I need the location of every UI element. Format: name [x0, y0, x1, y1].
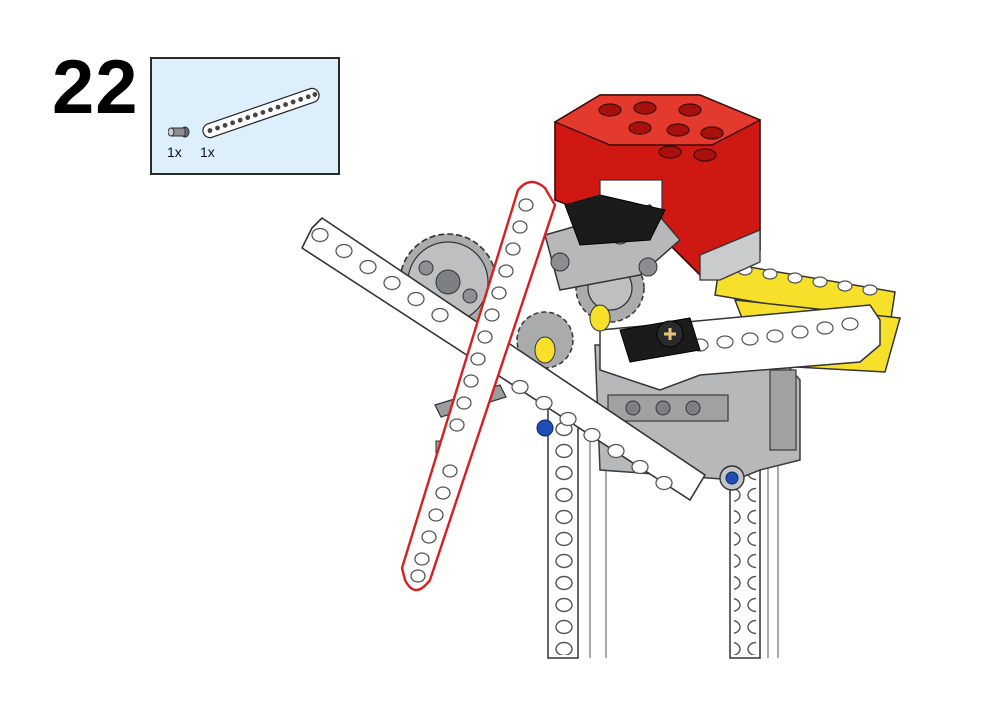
part-quantity-beam: 1x [200, 144, 215, 160]
part-quantity-pin: 1x [167, 144, 182, 160]
step-number: 22 [52, 45, 139, 130]
liftarm-beam-15-icon [202, 87, 320, 139]
vertical-support-beam-left [547, 399, 607, 659]
connector-pin-icon [168, 126, 190, 138]
highlighted-new-beam [400, 180, 557, 592]
black-connectors [534, 194, 701, 364]
parts-list-callout: 1x 1x [150, 57, 340, 175]
